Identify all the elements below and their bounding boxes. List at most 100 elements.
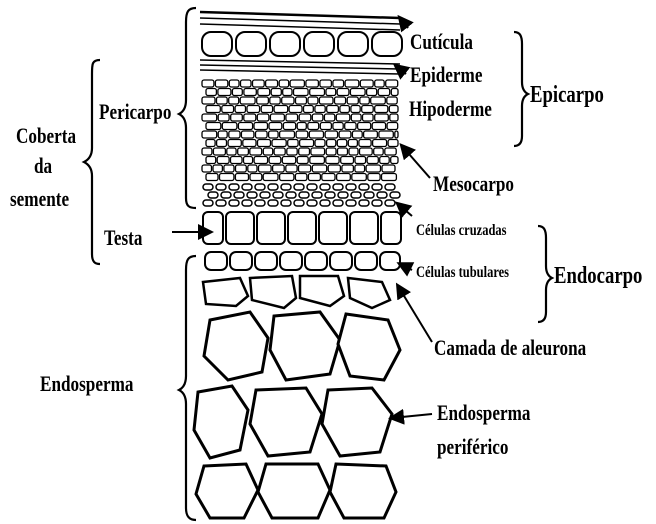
epicarpo-label: Epicarpo: [530, 83, 604, 107]
mesocarp-cell: [337, 174, 351, 181]
mesocarp-cell: [274, 148, 285, 155]
mesocarp-cell: [248, 165, 257, 172]
mesocarp-cell: [279, 80, 289, 87]
endosperma-periferico-label-line2: periférico: [437, 436, 508, 458]
mesocarp-cell: [345, 80, 359, 87]
mesocarp-cell: [367, 157, 378, 164]
small-cell: [242, 184, 252, 190]
pericarpo-brace: [179, 8, 196, 208]
mesocarp-cell: [269, 123, 282, 130]
mesocarp-cell: [257, 97, 269, 104]
mesocarp-cell: [379, 131, 393, 138]
mesocarp-cell: [338, 148, 348, 155]
mesocarp-cell: [250, 148, 262, 155]
mesocarp-cell: [218, 131, 227, 138]
mesocarp-cell: [348, 140, 357, 147]
mesocarp-cell: [241, 80, 252, 87]
small-cell: [346, 184, 356, 190]
mesocarp-cell: [315, 140, 325, 147]
tube-cells-upper: [203, 184, 400, 206]
mesocarp-cell: [244, 89, 256, 96]
mesocarp-cell: [386, 80, 398, 87]
mesocarp-cell: [258, 140, 271, 147]
mesocarp-cell: [337, 89, 349, 96]
small-cell: [320, 200, 330, 206]
mesocarp-cell: [339, 131, 351, 138]
mesocarp-cell: [280, 174, 294, 181]
mesocarp-cell: [337, 140, 347, 147]
mesocarp-cell: [380, 157, 390, 164]
mesocarp-cell: [235, 106, 245, 113]
small-cell: [281, 200, 291, 206]
mesocarp-cell: [308, 174, 320, 181]
mesocarp-cell: [283, 123, 295, 130]
mesocarp-cell: [270, 97, 280, 104]
small-cell: [273, 192, 283, 198]
mesocarp-cell: [326, 157, 339, 164]
mesocarp-cell: [310, 89, 325, 96]
small-cell: [255, 184, 265, 190]
mesocarp-cell: [352, 174, 367, 181]
mesocarp-cell: [202, 148, 212, 155]
mesocarp-cell: [385, 148, 396, 155]
mesocarp-cell: [350, 89, 365, 96]
mesocarp-cell: [229, 131, 240, 138]
mesocarp-cell: [312, 165, 326, 172]
mesocarp-cell: [202, 114, 217, 121]
epicarpo-brace: [514, 32, 528, 146]
mesocarp-cell: [319, 97, 333, 104]
mesocarp-cell: [360, 148, 373, 155]
small-cell: [325, 192, 335, 198]
small-cell: [385, 200, 395, 206]
mesocarp-cell: [222, 123, 237, 130]
mesocarp-cell: [202, 165, 212, 172]
mesocarp-cell: [218, 114, 229, 121]
mesocarp-cell: [333, 80, 344, 87]
mesocarp-cell: [315, 106, 325, 113]
mesocarp-cell: [326, 89, 336, 96]
cuticula-label: Cutícula: [410, 31, 473, 53]
small-cell: [359, 200, 369, 206]
mesocarp-cell: [297, 157, 308, 164]
mesocarp-cell: [253, 80, 265, 87]
mesocarp-cell: [206, 140, 215, 147]
mesocarp-cell: [327, 140, 336, 147]
mesocarp-cell: [297, 123, 306, 130]
mesocarp-cell: [218, 89, 231, 96]
mesocarp-cell: [215, 80, 227, 87]
mesocarp-cell: [322, 174, 335, 181]
small-cell: [372, 200, 382, 206]
mesocarp-cell: [289, 106, 302, 113]
mesocarp-cell: [250, 174, 262, 181]
mesocarp-cell: [382, 165, 395, 172]
tube-cells: [205, 252, 400, 270]
small-cell: [216, 200, 226, 206]
small-cell: [260, 192, 270, 198]
mesocarp-cell: [232, 89, 242, 96]
mesocarpo-label: Mesocarpo: [433, 173, 514, 195]
mesocarp-cell: [227, 148, 236, 155]
mesocarp-cell: [351, 106, 360, 113]
mesocarp-cell: [324, 114, 334, 121]
mesocarp-cell: [296, 97, 307, 104]
mesocarp-cell: [206, 89, 216, 96]
mesocarp-cell: [202, 131, 217, 138]
small-cell: [333, 184, 343, 190]
mesocarp-cell: [222, 106, 234, 113]
coberta-brace: [84, 60, 100, 264]
mesocarp-cell: [213, 148, 225, 155]
mesocarp-cell: [257, 114, 269, 121]
mesocarp-cell: [352, 131, 362, 138]
mesocarp-cell: [326, 148, 336, 155]
mesocarp-cell: [306, 80, 319, 87]
mesocarp-cell: [390, 114, 398, 121]
mesocarp-cell: [269, 131, 279, 138]
celulas-tubulares-label: Células tubulares: [416, 265, 509, 281]
small-cell: [359, 184, 369, 190]
mesocarp-cell: [299, 114, 311, 121]
mesocarp-cell: [364, 131, 378, 138]
mesocarp-cell: [266, 80, 278, 87]
cuticle-layers: [200, 12, 400, 30]
mesocarp-cell: [310, 157, 325, 164]
